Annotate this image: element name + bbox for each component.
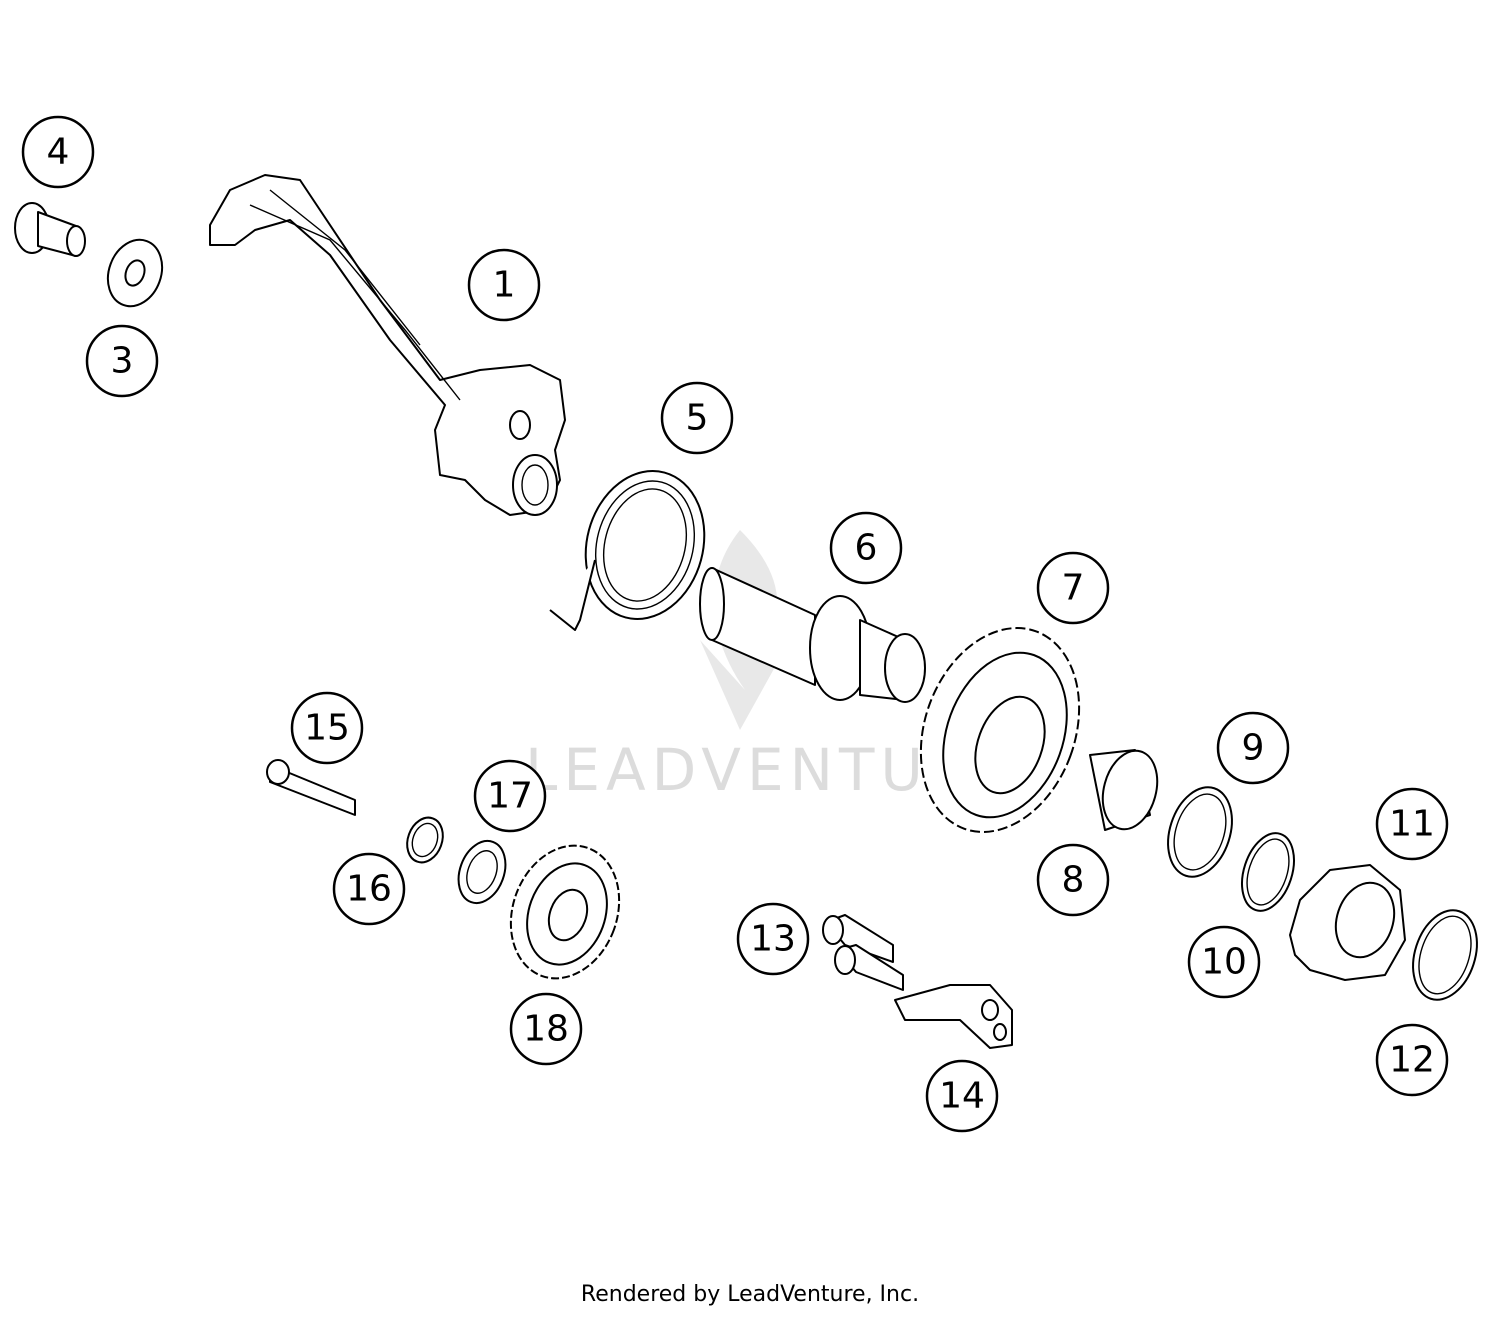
callout-8: 8 <box>1036 843 1110 917</box>
callout-15: 15 <box>290 691 364 765</box>
callout-9: 9 <box>1216 711 1290 785</box>
svg-text:15: 15 <box>304 708 350 749</box>
part-18-small-gear <box>509 844 621 980</box>
svg-text:4: 4 <box>47 132 70 173</box>
svg-text:10: 10 <box>1201 942 1247 983</box>
part-6-shaft <box>699 567 926 703</box>
svg-text:6: 6 <box>855 528 878 569</box>
part-4-pin <box>14 202 86 257</box>
callout-11: 11 <box>1375 787 1449 861</box>
part-1-kick-lever <box>209 174 566 516</box>
svg-text:9: 9 <box>1242 728 1265 769</box>
part-5-spring <box>549 470 706 631</box>
callout-16: 16 <box>332 852 406 926</box>
callout-10: 10 <box>1187 925 1261 999</box>
part-8-bushing <box>1089 749 1159 831</box>
part-3-washer <box>106 238 164 308</box>
callout-14: 14 <box>925 1059 999 1133</box>
callout-6: 6 <box>829 511 903 585</box>
callout-5: 5 <box>660 381 734 455</box>
part-9-ring <box>1167 786 1233 878</box>
callout-18: 18 <box>509 992 583 1066</box>
part-14-guide <box>894 984 1013 1049</box>
svg-text:16: 16 <box>346 869 392 910</box>
part-15-bolt <box>266 759 356 816</box>
callout-1: 1 <box>467 248 541 322</box>
svg-text:11: 11 <box>1389 804 1435 845</box>
svg-text:5: 5 <box>686 398 709 439</box>
part-12-circlip <box>1412 909 1478 1001</box>
callout-17: 17 <box>473 759 547 833</box>
svg-text:1: 1 <box>493 265 516 306</box>
svg-text:8: 8 <box>1062 860 1085 901</box>
svg-text:14: 14 <box>939 1076 985 1117</box>
part-16-clip <box>406 816 444 864</box>
part-13-bolts <box>822 914 904 991</box>
svg-text:13: 13 <box>750 919 796 960</box>
callout-7: 7 <box>1036 551 1110 625</box>
svg-text:17: 17 <box>487 776 533 817</box>
svg-text:12: 12 <box>1389 1040 1435 1081</box>
part-17-washer <box>457 840 507 904</box>
part-10-snap-ring <box>1241 832 1295 912</box>
callout-3: 3 <box>85 324 159 398</box>
footer-credit: Rendered by LeadVenture, Inc. <box>580 1282 920 1307</box>
callout-4: 4 <box>21 115 95 189</box>
svg-text:18: 18 <box>523 1009 569 1050</box>
svg-text:3: 3 <box>111 341 134 382</box>
part-7-large-gear <box>919 627 1081 833</box>
part-11-ratchet <box>1289 864 1406 981</box>
svg-text:7: 7 <box>1062 568 1085 609</box>
callout-13: 13 <box>736 902 810 976</box>
callout-12: 12 <box>1375 1023 1449 1097</box>
